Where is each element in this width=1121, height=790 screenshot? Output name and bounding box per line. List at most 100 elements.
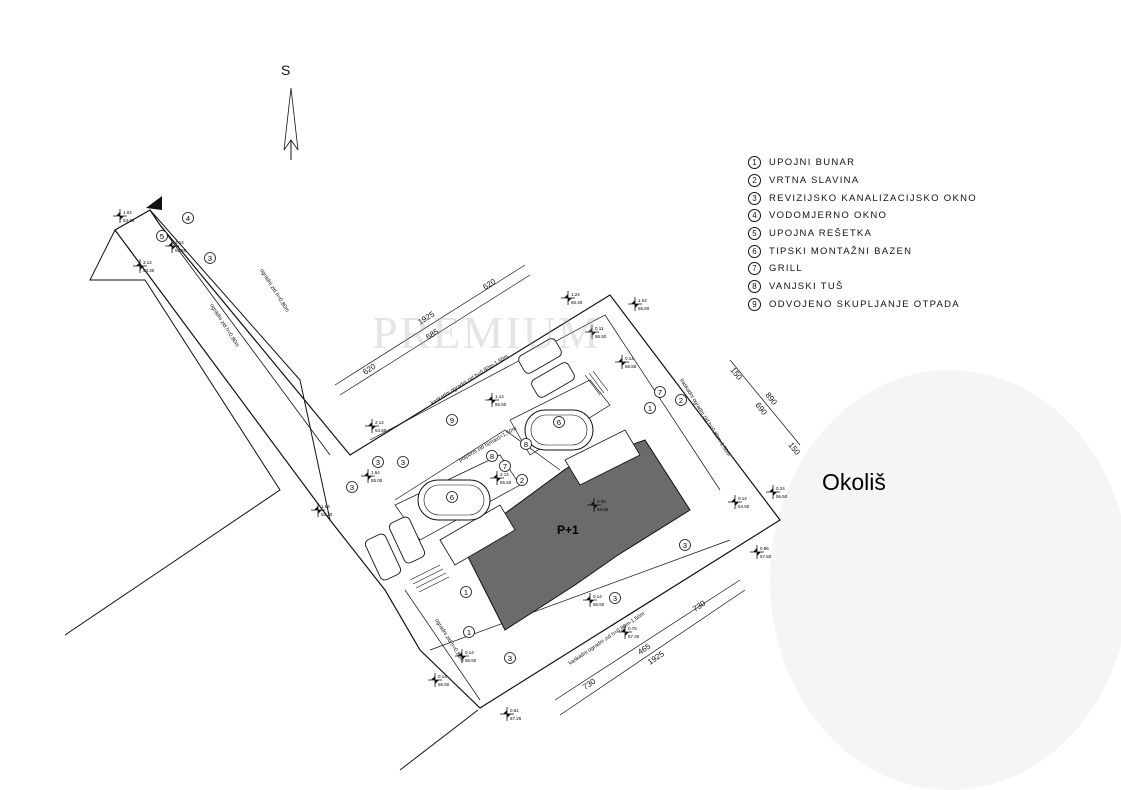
elevation-marker: 1.24 55.40 [561,291,583,305]
legend-label: TIPSKI MONTAŽNI BAZEN [769,245,913,257]
elevation-marker: 0.14 54.50 [728,495,750,509]
plan-marker: 2 [675,394,687,406]
svg-text:54.65: 54.65 [597,507,609,512]
plan-marker: 2 [516,474,528,486]
plan-marker: 1 [644,402,656,414]
svg-text:1.24: 1.24 [571,292,580,297]
dimension-label-bottom-3: 1925 [646,649,666,667]
svg-text:56.50: 56.50 [438,682,450,687]
svg-text:1: 1 [648,404,652,413]
plan-marker: 3 [397,456,409,468]
svg-text:8: 8 [524,440,528,449]
car-2 [388,516,426,564]
dimension-line-bottom-outer [559,589,746,716]
legend-number: 2 [748,174,761,188]
elevation-marker: 1.64 53.20 [311,503,333,517]
svg-text:3.14: 3.14 [143,260,152,265]
svg-text:1.64: 1.64 [371,470,380,475]
svg-text:57.25: 57.25 [510,716,522,721]
svg-text:1: 1 [467,628,471,637]
wall-label-right: kaskadni ogradni zid h=0,80m-1,50m [678,378,731,458]
plan-marker: 4 [182,212,194,224]
legend-number: 4 [748,209,761,223]
svg-text:0.61: 0.61 [510,708,519,713]
svg-text:3: 3 [208,254,212,263]
svg-text:57.60: 57.60 [760,554,772,559]
legend-number: 5 [748,227,761,241]
plan-marker: 6 [446,491,458,503]
dimension-label-bottom-1: 730 [581,676,598,691]
legend-label: REVIZIJSKO KANALIZACIJSKO OKNO [769,192,977,204]
elevation-marker: 3.14 53.30 [133,259,155,273]
svg-text:55.40: 55.40 [571,300,583,305]
dimension-label-right-3: 690 [753,401,769,417]
svg-text:3.14: 3.14 [175,240,184,245]
wall-label-road: ogradni zid h=0,80m [208,303,240,349]
plan-marker: 3 [372,456,384,468]
svg-text:0.14: 0.14 [593,594,602,599]
svg-text:53.40: 53.40 [123,218,135,223]
wall-label-road-2: ogradni zid h=0,80m [258,268,290,314]
svg-text:3: 3 [613,594,617,603]
road-edge-bottom [399,709,479,771]
svg-text:8: 8 [490,452,494,461]
svg-text:0.00: 0.00 [597,499,606,504]
elevation-marker: 0.14 56.50 [428,673,450,687]
plan-marker: 6 [553,416,565,428]
wall-label-left: ogradni zid h=0,80m [433,618,465,664]
svg-text:57.40: 57.40 [628,634,640,639]
dimension-label-top-1: 620 [361,362,378,377]
north-arrow [283,87,299,160]
svg-text:53.30: 53.30 [143,268,155,273]
north-label: S [281,62,291,78]
plan-marker: 3 [609,592,621,604]
plan-marker: 3 [679,539,691,551]
plan-marker: 5 [156,230,168,242]
svg-text:1.64: 1.64 [321,504,330,509]
svg-text:2.14: 2.14 [375,420,384,425]
elevation-marker: 1.64 55.00 [361,469,383,483]
stairs-top [584,370,609,396]
svg-text:54.50: 54.50 [375,428,387,433]
svg-text:0.11: 0.11 [595,326,604,331]
svg-text:2: 2 [679,396,683,405]
dimension-line-bottom-inner [554,579,741,701]
elevation-marker: 0.14 56.50 [583,593,605,607]
car-3 [518,338,562,374]
legend-label: UPOJNI BUNAR [769,157,856,169]
inner-wall-left [404,589,481,701]
svg-text:0.14: 0.14 [438,674,447,679]
svg-text:54.50: 54.50 [738,504,750,509]
svg-text:0.14: 0.14 [738,496,747,501]
legend-number: 1 [748,156,761,170]
svg-text:1.14: 1.14 [495,394,504,399]
dimension-line-right [729,359,801,446]
inner-wall-top [369,314,721,491]
legend-label: GRILL [769,263,803,275]
dimension-label-right-4: 150 [786,441,802,457]
svg-text:0.14: 0.14 [625,356,634,361]
road-edge-left [64,229,281,636]
svg-text:56.50: 56.50 [593,602,605,607]
car-4 [531,362,575,398]
plan-marker: 1 [463,626,475,638]
car-1 [364,533,402,581]
plan-marker: 7 [654,386,666,398]
svg-text:55.00: 55.00 [371,478,383,483]
svg-text:53.20: 53.20 [321,512,333,517]
